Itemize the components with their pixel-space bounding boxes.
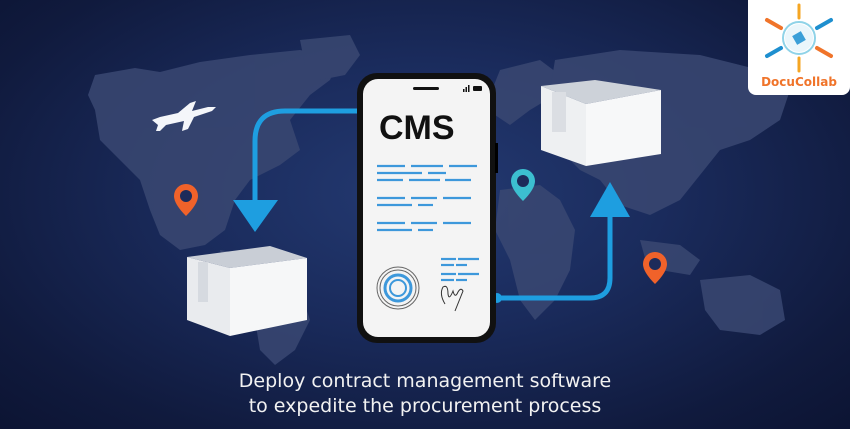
location-pin-teal-europe (511, 169, 535, 201)
package-box-right (541, 80, 661, 166)
phone-mockup: CMS (357, 73, 498, 343)
document-text-lines (376, 164, 479, 312)
side-button (495, 143, 498, 173)
phone-title: CMS (379, 109, 455, 147)
docucollab-logo: DocuCollab (748, 0, 850, 95)
brand-name: DocuCollab (761, 75, 837, 89)
package-box-left (187, 246, 307, 336)
caption-line-1: Deploy contract management software (238, 370, 612, 392)
caption-line-2: to expedite the procurement process (248, 395, 602, 417)
signature (440, 285, 464, 312)
phone-screen: CMS (363, 79, 490, 337)
location-pin-orange-asia (643, 252, 667, 284)
speaker-notch (413, 87, 439, 90)
airplane-icon (152, 101, 216, 131)
signal-battery-icons (463, 85, 482, 92)
docucollab-logo-icon (765, 3, 833, 73)
location-pin-orange-americas (174, 184, 198, 216)
stamp-seal (376, 266, 420, 310)
